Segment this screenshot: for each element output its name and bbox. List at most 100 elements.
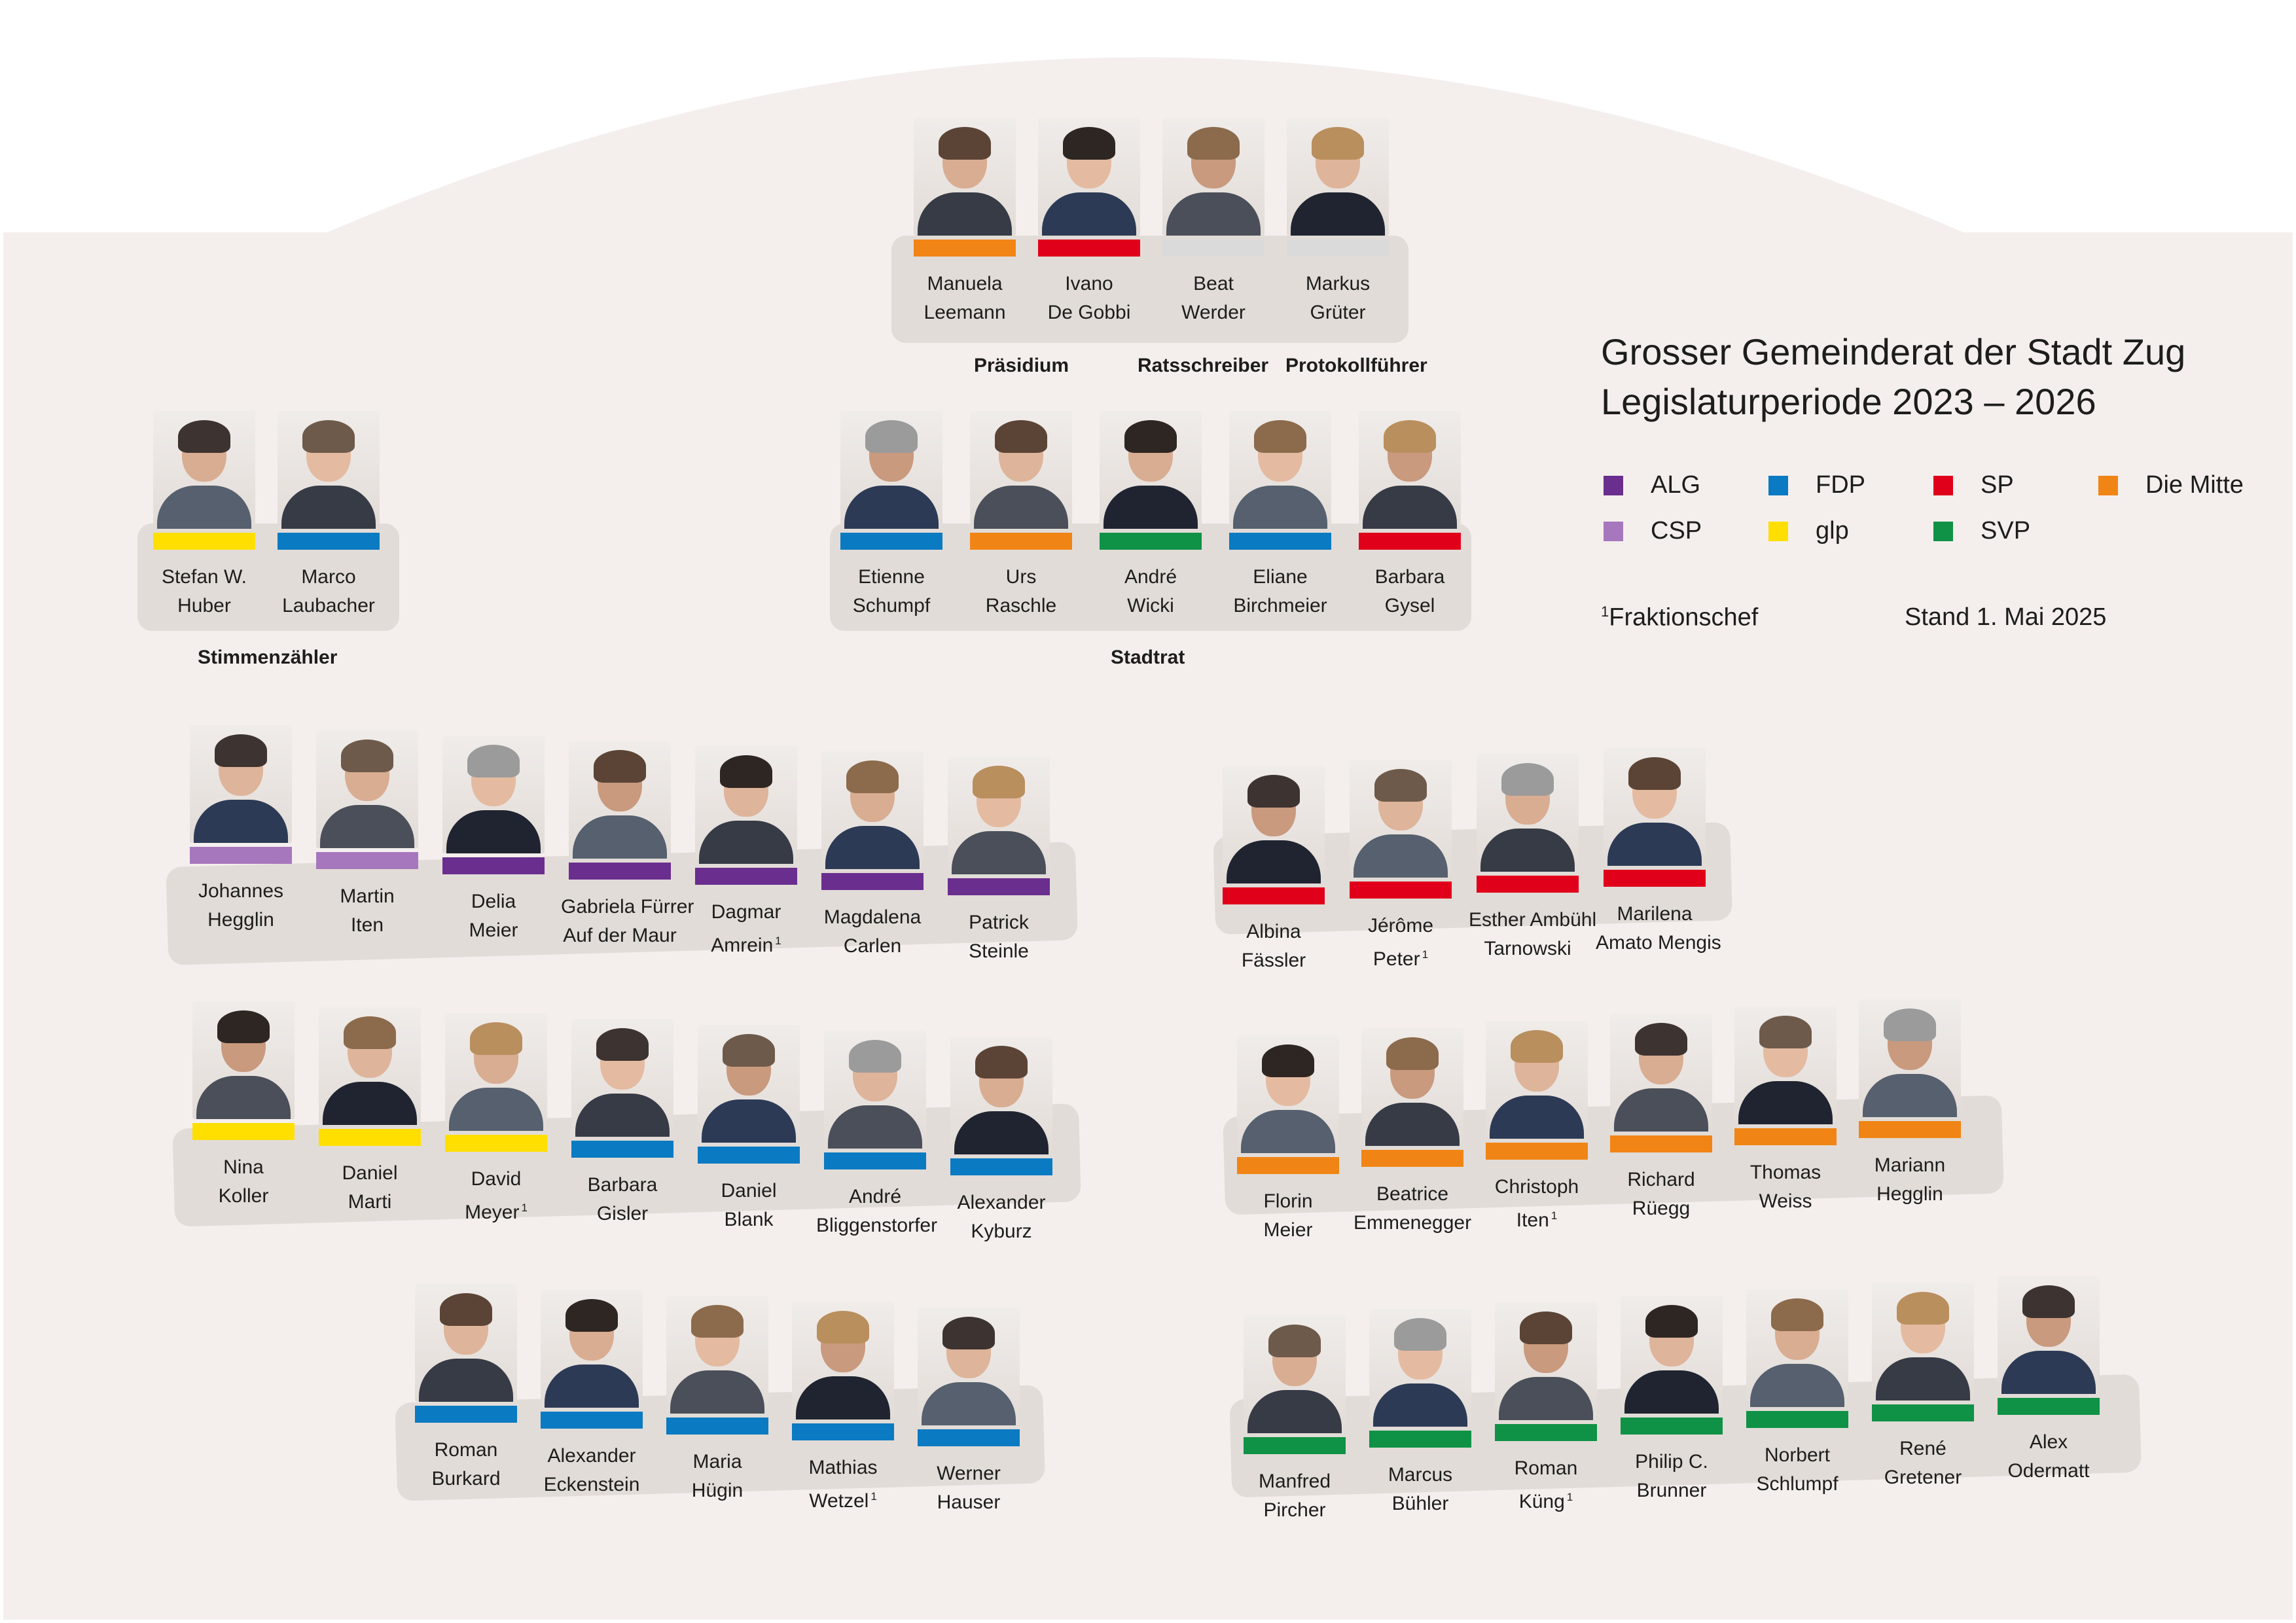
member-last-name: Kyburz	[971, 1221, 1032, 1242]
member-first-name: Nina	[223, 1156, 264, 1178]
portrait-body	[1738, 1081, 1833, 1124]
member-photo	[316, 730, 418, 848]
portrait-body	[320, 805, 414, 848]
fraktionschef-mark: 1	[1566, 1491, 1573, 1503]
member-photo	[698, 1025, 800, 1143]
party-color-bar	[1162, 240, 1265, 257]
member-first-name: Alexander	[547, 1445, 636, 1467]
member-photo	[1477, 754, 1579, 872]
member-photo	[918, 1308, 1020, 1425]
member-photo	[192, 1001, 295, 1119]
member-first-name: Manuela	[927, 273, 1003, 294]
party-color-bar	[1237, 1157, 1339, 1174]
member-last-name: Emmenegger	[1354, 1212, 1472, 1234]
portrait-body	[702, 1099, 796, 1143]
party-color-bar	[1369, 1431, 1471, 1448]
member-photo	[1621, 1296, 1723, 1414]
member-last-name: Birchmeier	[1233, 595, 1327, 616]
member-first-name: Mariann	[1874, 1154, 1946, 1176]
portrait-body	[1291, 192, 1385, 236]
member-last-name: Hauser	[937, 1491, 1001, 1513]
portrait-hair	[596, 1028, 649, 1061]
portrait-body	[575, 1094, 670, 1137]
footnote: 1Fraktionschef	[1601, 603, 1758, 632]
label-ratsschreiber: Ratsschreiber	[1138, 355, 1269, 376]
portrait-body	[2001, 1351, 2096, 1394]
portrait-body	[1247, 1390, 1342, 1433]
member-last-name: De Gobbi	[1047, 302, 1131, 323]
portrait-hair	[1312, 127, 1364, 160]
member-first-name: Philip C.	[1635, 1451, 1708, 1472]
party-color-bar	[1359, 533, 1461, 550]
member-last-name: Hegglin	[207, 909, 274, 931]
portrait-body	[449, 1088, 543, 1131]
party-color-bar	[1610, 1135, 1712, 1152]
portrait-body	[1363, 486, 1457, 529]
legend-swatch	[1933, 476, 1953, 495]
member-photo	[914, 118, 1016, 236]
portrait-hair	[1897, 1292, 1949, 1325]
party-color-bar	[192, 1123, 295, 1140]
portrait-hair	[973, 766, 1025, 798]
party-color-bar	[316, 852, 418, 869]
portrait-hair	[1124, 420, 1177, 453]
legend-label: SVP	[1981, 517, 2031, 544]
member-last-name: Huber	[177, 595, 231, 616]
portrait-hair	[302, 420, 355, 453]
party-color-bar	[1100, 533, 1202, 550]
portrait-body	[194, 800, 288, 843]
page-title: Grosser Gemeinderat der Stadt Zug Legisl…	[1601, 327, 2185, 427]
member-last-name: Auf der Maur	[563, 925, 677, 946]
party-color-bar	[1477, 876, 1579, 893]
member-first-name: Werner	[937, 1463, 1001, 1484]
member-photo	[1229, 411, 1331, 529]
member-first-name: Jérôme	[1367, 915, 1434, 936]
member-first-name: André	[848, 1186, 902, 1207]
party-color-bar	[1361, 1150, 1463, 1167]
portrait-body	[952, 831, 1046, 874]
member-last-name: Schumpf	[852, 595, 931, 616]
portrait-body	[1365, 1103, 1460, 1146]
portrait-hair	[1268, 1325, 1321, 1357]
member-first-name: André	[1124, 566, 1177, 588]
portrait-body	[281, 486, 376, 529]
member-photo	[824, 1031, 926, 1149]
party-color-bar	[541, 1412, 643, 1429]
portrait-hair	[470, 1022, 522, 1055]
portrait-body	[1876, 1357, 1970, 1400]
member-photo	[792, 1302, 894, 1419]
party-color-bar	[1859, 1121, 1961, 1138]
party-color-bar	[190, 847, 292, 864]
member-photo	[1223, 766, 1325, 883]
member-card: Philip C. Brunner	[1613, 1296, 1731, 1505]
portrait-hair	[723, 1034, 775, 1067]
legend-swatch	[1768, 522, 1788, 541]
party-color-bar	[571, 1141, 673, 1158]
portrait-body	[796, 1376, 890, 1419]
member-last-name: Brunner	[1636, 1480, 1707, 1501]
member-first-name: Dagmar	[711, 901, 781, 923]
party-color-bar	[1495, 1424, 1597, 1441]
